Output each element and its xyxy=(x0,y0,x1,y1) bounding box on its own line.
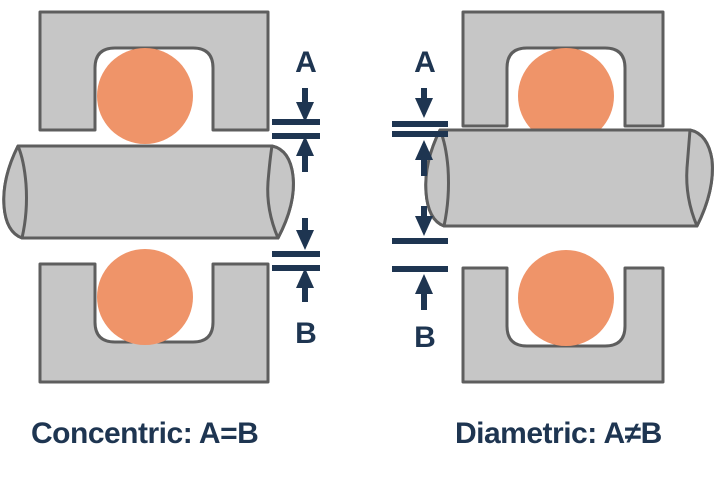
dimension-a-label: A xyxy=(414,46,436,79)
shaft-right-end-ellipse xyxy=(266,144,295,240)
dimension-a-arrow-stem-lower xyxy=(302,150,308,172)
caption-concentric: Concentric: A=B xyxy=(31,417,258,450)
upper-grooved-block xyxy=(461,10,665,128)
dimension-a-tick-upper xyxy=(392,121,448,127)
dimension-a-label: A xyxy=(295,46,317,79)
dimension-a-tick-lower xyxy=(272,133,320,139)
dimension-b-tick-lower xyxy=(392,266,448,272)
dimension-a-lower-bound xyxy=(272,133,320,172)
dimension-b-tick-upper xyxy=(272,251,320,257)
dimension-a-arrow-stem-lower xyxy=(421,154,427,176)
panel-concentric: A B xyxy=(2,10,320,450)
dimension-b-arrow-stem-lower xyxy=(302,282,308,302)
upper-grooved-block xyxy=(38,10,270,132)
shaft-left-end-ellipse xyxy=(424,128,450,228)
dimension-a-arrowhead-down xyxy=(296,102,314,122)
dimension-a-arrow-stem xyxy=(302,88,308,108)
dimension-b-arrowhead-down xyxy=(415,216,433,236)
dimension-a-arrow-stem xyxy=(421,88,427,104)
upper-ball xyxy=(97,48,193,144)
lower-ball xyxy=(97,249,193,345)
shaft-left-end-ellipse xyxy=(2,144,28,240)
dimension-a-arrowhead-up xyxy=(296,136,314,156)
dimension-b-tick-lower xyxy=(272,265,320,271)
cylindrical-shaft xyxy=(2,144,295,240)
dimension-b-arrowhead-down xyxy=(296,230,314,250)
dimension-b-label: B xyxy=(414,321,436,354)
lower-grooved-block xyxy=(461,266,665,384)
dimension-a-annotation: A xyxy=(392,46,448,176)
dimension-a-tick-upper xyxy=(272,119,320,125)
dimension-b-arrow-stem-lower xyxy=(421,288,427,310)
lower-grooved-block xyxy=(38,262,270,384)
upper-ball xyxy=(518,48,614,144)
dimension-b-arrowhead-up xyxy=(415,274,433,294)
cylindrical-shaft xyxy=(424,128,714,228)
dimension-a-annotation: A xyxy=(272,46,320,125)
dimension-a-arrowhead-up xyxy=(415,140,433,160)
dimension-b-annotation: B xyxy=(392,206,448,354)
dimension-b-annotation: B xyxy=(272,218,320,350)
dimension-b-arrowhead-up xyxy=(296,268,314,288)
dimension-b-arrow-stem-upper xyxy=(302,218,308,236)
shaft-right-end-ellipse xyxy=(685,128,714,228)
dimension-b-label: B xyxy=(295,317,317,350)
dimension-a-arrowhead-down xyxy=(415,98,433,118)
caption-diametric: Diametric: A≠B xyxy=(455,417,662,450)
panel-diametric: A B Diametric: A≠B xyxy=(392,10,714,450)
dimension-a-tick-lower xyxy=(392,131,448,137)
dimension-b-tick-upper xyxy=(392,238,448,244)
lower-ball xyxy=(518,250,614,346)
dimension-b-arrow-stem-upper xyxy=(421,206,427,222)
